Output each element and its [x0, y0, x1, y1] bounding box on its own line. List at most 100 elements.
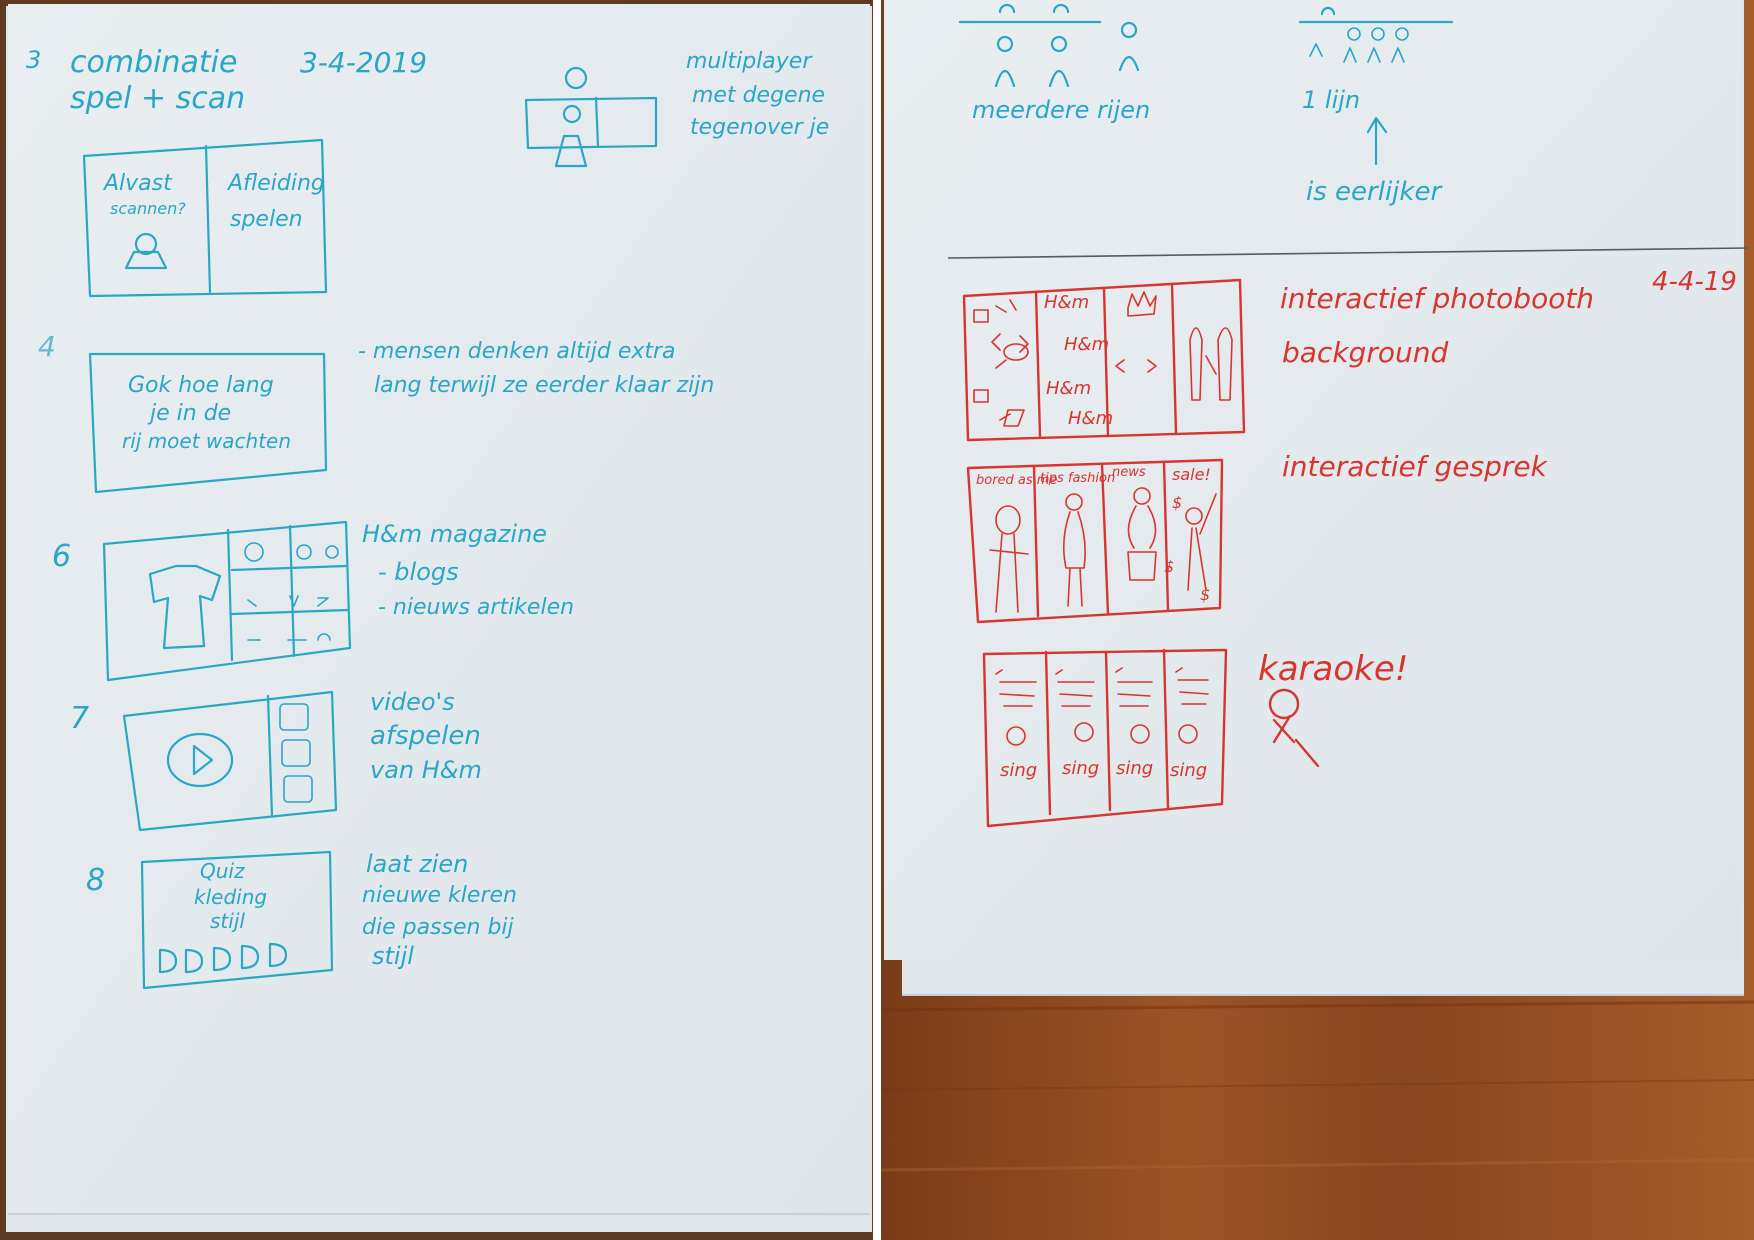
conversation-dividers: [1032, 460, 1170, 618]
sale-person-icon: [1185, 493, 1217, 591]
multiple-rows-label: meerdere rijen: [972, 96, 1150, 124]
sketch-8-screen: [140, 850, 334, 990]
sketch-4-note-line1: - mensen denken altijd extra: [358, 339, 676, 364]
conversation-label-4: sale!: [1172, 465, 1211, 484]
lyrics-lines: [995, 667, 1209, 707]
grid-circle-icon: [325, 545, 339, 559]
photobooth-label-2: H&m: [1064, 334, 1109, 355]
wings-icon: [1189, 327, 1233, 401]
section-divider: [947, 247, 1749, 259]
dollar-icon: $: [1172, 493, 1182, 512]
single-line-label: 1 lijn: [1302, 86, 1360, 114]
quiz-answer-buttons: [158, 942, 288, 974]
conversation-sketch: bored as me tips fashion news sale! $ $ …: [966, 450, 1549, 624]
sketch-3-number: 3: [26, 46, 41, 74]
grid-circle-icon: [296, 544, 312, 560]
sketch-3-title-line1: combinatie: [70, 45, 237, 80]
karaoke-label-2: sing: [1062, 758, 1099, 779]
conversation-label-3: news: [1112, 465, 1146, 480]
video-thumb-icon: [279, 703, 309, 731]
photobooth-sketch: H&m H&m H&m H&m interactief photobooth b…: [962, 278, 1594, 442]
photobooth-dividers: [1034, 282, 1178, 438]
single-line-person-icon: [1320, 6, 1336, 16]
karaoke-label-1: sing: [1000, 760, 1037, 781]
grid-circle-icon: [244, 542, 264, 562]
model-icon: [1062, 493, 1086, 607]
karaoke-label-3: sing: [1116, 758, 1153, 779]
photobooth-label-4: H&m: [1068, 408, 1113, 429]
photobooth-screen: [962, 278, 1246, 442]
sketch-3-divider: [204, 144, 212, 294]
sketch-6-note-line1: H&m magazine: [362, 520, 547, 548]
dollar-icon: $: [1200, 585, 1210, 604]
sketch-8-note-line1: laat zien: [366, 850, 468, 878]
sketch-6-number: 6: [52, 539, 71, 574]
sketch-3-title-line2: spel + scan: [70, 81, 245, 116]
multiplayer-screen: [524, 96, 658, 150]
arrow-up-icon: [1366, 116, 1388, 166]
photobooth-frame-icons: [973, 299, 1029, 427]
sketch-8-note-line2: nieuwe kleren: [362, 883, 517, 908]
conversation-label-1: bored as me: [976, 473, 1057, 488]
play-button-icon: [166, 732, 234, 788]
sketch-7-note-line1: video's: [370, 688, 455, 716]
queue-sketches: meerdere rijen 1 lijn is eerlijker: [958, 3, 1454, 207]
microphone-icon: [1178, 724, 1198, 744]
sketch-8: 8 Quiz kleding stijl laat zien nieuwe kl…: [86, 850, 517, 990]
microphone-icon: [1006, 726, 1026, 746]
sketch-4-screen: [88, 352, 328, 494]
sketch-3-screen-outline: [82, 138, 328, 298]
left-photo: 3 combinatie 3-4-2019 spel + scan Alvast…: [0, 0, 873, 1240]
microphone-icon: [1074, 722, 1094, 742]
sketch-4-screen-line3: rij moet wachten: [122, 429, 291, 453]
dollar-icon: $: [1164, 557, 1174, 576]
sketch-8-number: 8: [86, 863, 105, 898]
sketch-4-screen-line1: Gok hoe lang: [128, 373, 274, 398]
sketch-7-note-line3: van H&m: [370, 756, 482, 784]
sketch-3-left-panel-line2: scannen?: [110, 199, 186, 218]
sketch-3: 3 combinatie 3-4-2019 spel + scan Alvast…: [26, 45, 829, 298]
sketch-4-note-line2: lang terwijl ze eerder klaar zijn: [374, 373, 714, 398]
sketch-6-screen: [102, 520, 352, 682]
sketch-3-note-line3: tegenover je: [690, 115, 829, 140]
sketch-7-screen: [122, 690, 338, 832]
sketch-3-right-panel-line1: Afleiding: [226, 171, 325, 196]
right-photo: meerdere rijen 1 lijn is eerlijker 4-4-1…: [880, 0, 1754, 1240]
player-top-icon: [564, 66, 588, 90]
sketch-3-left-panel-line1: Alvast: [102, 171, 173, 196]
sketch-8-screen-line3: stijl: [210, 909, 245, 933]
sketch-8-screen-line1: Quiz: [200, 859, 245, 883]
video-thumb-icon: [283, 775, 313, 803]
photobooth-note-line2: background: [1282, 336, 1448, 369]
sketch-7-number: 7: [70, 701, 89, 736]
sketch-8-note-line4: stijl: [372, 942, 414, 970]
sketch-3-date: 3-4-2019: [300, 46, 427, 79]
karaoke-sketch: sing sing sing sing karaoke!: [982, 648, 1408, 828]
eye-icon: [1003, 343, 1029, 361]
single-line-note: is eerlijker: [1306, 177, 1443, 207]
photobooth-label-1: H&m: [1044, 292, 1089, 313]
right-page-date: 4-4-19: [1652, 267, 1737, 297]
video-thumb-icon: [281, 739, 311, 767]
karaoke-dividers: [1044, 648, 1170, 816]
play-triangle-icon: [192, 744, 214, 776]
crown-icon: [1127, 291, 1157, 317]
microphone-icon-large: [1268, 688, 1320, 768]
swipe-arrows-icon: [1115, 359, 1157, 373]
sketch-6-note-line3: - nieuws artikelen: [378, 595, 574, 620]
photobooth-label-3: H&m: [1046, 378, 1091, 399]
sketch-7: 7 video's afspelen van H&m: [70, 688, 482, 832]
person-scan-icon: [124, 232, 168, 270]
microphone-icon: [1130, 724, 1150, 744]
sketch-3-note-line1: multiplayer: [686, 49, 813, 74]
sketch-4: 4 Gok hoe lang je in de rij moet wachten…: [38, 330, 714, 494]
sketch-6: 6 H&m magazine - blogs - nieuws artikele…: [52, 520, 574, 682]
sketch-6-note-line2: - blogs: [378, 558, 459, 586]
news-person-icon: [1127, 487, 1157, 581]
conversation-note: interactief gesprek: [1282, 450, 1549, 483]
photo-divider: [873, 0, 881, 1240]
left-paper: [8, 4, 870, 1216]
sketch-3-note-line2: met degene: [692, 83, 825, 108]
